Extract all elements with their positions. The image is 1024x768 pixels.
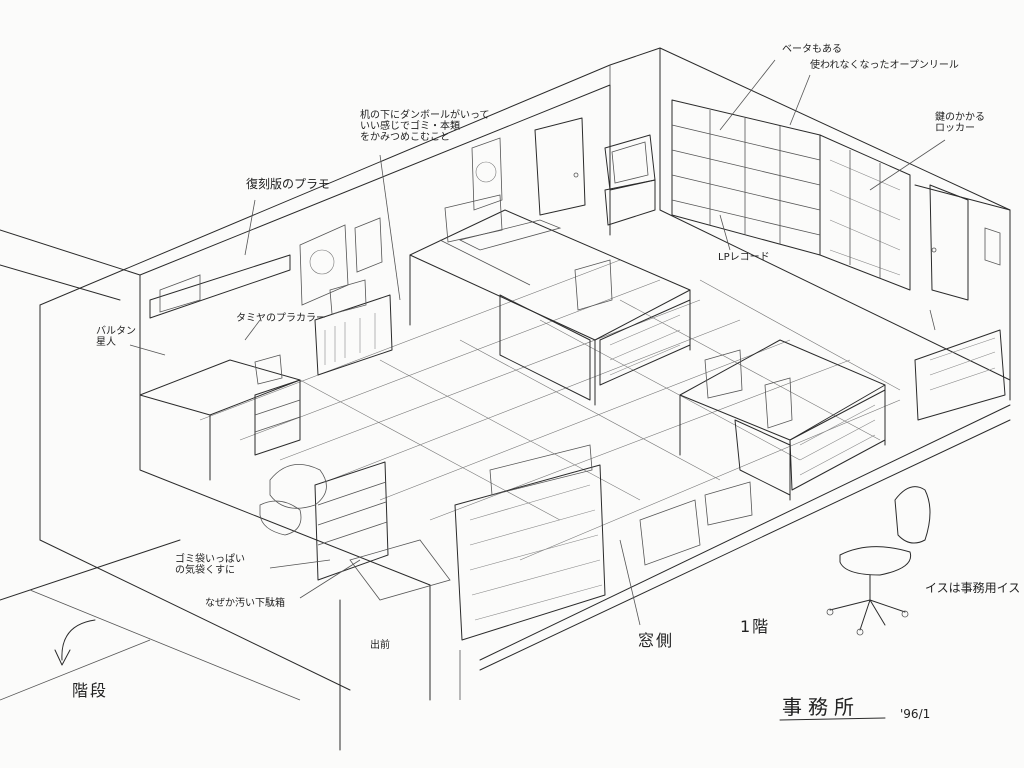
note-locker: 鍵のかかる ロッカー	[935, 112, 985, 134]
sketch-date: '96/1	[900, 707, 931, 721]
note-shoe-box: なぜか汚い下駄箱	[205, 598, 285, 609]
note-first-floor: 1階	[740, 617, 771, 636]
note-trash-bag: ゴミ袋いっぱい の気袋くすに	[175, 554, 245, 576]
note-baltan: バルタン 星人	[96, 326, 136, 348]
title-underline	[779, 717, 886, 721]
note-lp-records: LPレコード	[718, 252, 770, 263]
floor-grid	[199, 259, 901, 561]
note-stairs: 階段	[72, 681, 109, 700]
note-tamiya-color: タミヤのプラカラー	[236, 313, 326, 324]
note-entrance: 出前	[370, 640, 390, 651]
stairs-arrow	[54, 619, 96, 666]
note-open-reel: 使われなくなったオープンリール	[810, 60, 959, 71]
note-window-side: 窓側	[638, 631, 675, 650]
right-door	[929, 184, 1001, 301]
back-bookshelves	[671, 99, 911, 291]
office-chair	[826, 486, 931, 636]
left-bookcase	[314, 279, 393, 376]
sketch-title: 事務所	[782, 695, 860, 719]
annotation-lines	[129, 59, 946, 626]
note-plamo-reissue: 復刻版のプラモ	[246, 177, 331, 191]
back-door	[534, 117, 586, 216]
right-desks	[679, 339, 886, 501]
window-ledge	[639, 481, 753, 566]
outer-walls	[0, 47, 1011, 751]
left-desk	[139, 254, 301, 481]
central-desks	[409, 194, 691, 406]
tv-cabinet	[604, 134, 656, 226]
note-under-desk: 机の下にダンボールがいって いい感じでゴミ・本類 をかみつめこむこと	[360, 110, 490, 143]
note-beta: ベータもある	[782, 44, 842, 55]
front-partition	[454, 444, 606, 641]
note-chair: イスは事務用イス	[925, 581, 1021, 595]
wall-posters	[299, 137, 503, 306]
trash-bags	[259, 463, 327, 536]
shoe-box-shelf	[314, 461, 451, 601]
right-counter	[914, 329, 1006, 421]
